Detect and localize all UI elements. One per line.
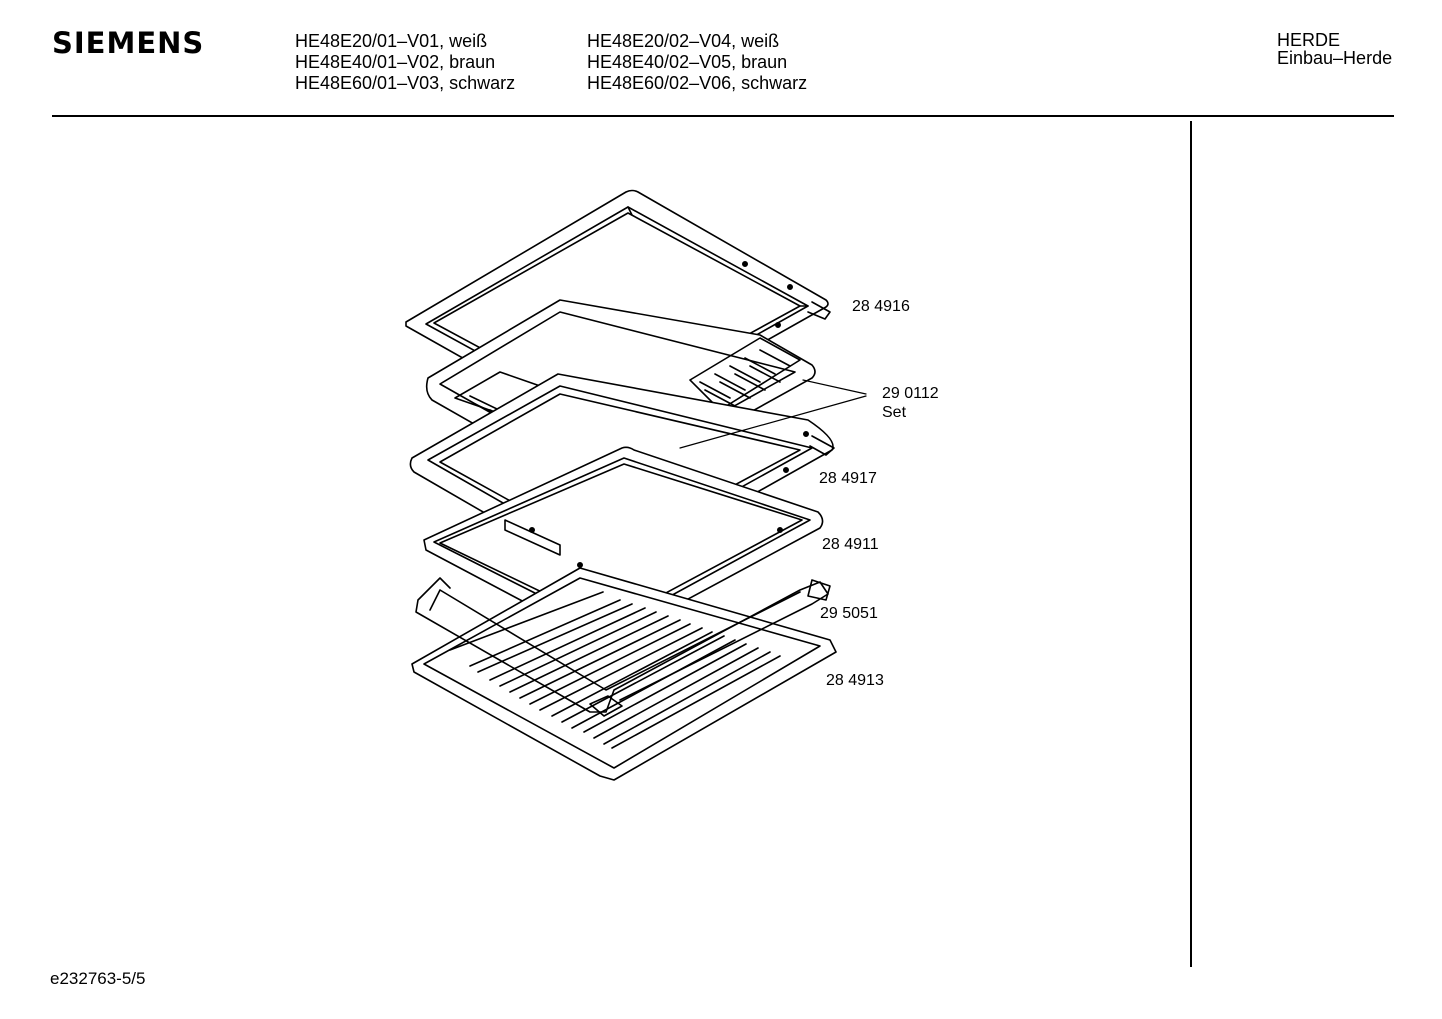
part-number-label: 29 0112 — [882, 385, 939, 402]
model-list-left: HE48E20/01–V01, weiß HE48E40/01–V02, bra… — [295, 31, 515, 94]
drawing-id: e232763-5/5 — [50, 969, 146, 988]
part-note-label: Set — [882, 404, 907, 421]
model-line: HE48E60/01–V03, schwarz — [295, 73, 516, 93]
grill-rack-drawing — [411, 567, 837, 781]
part-number-label: 28 4916 — [852, 298, 910, 315]
leader-lines — [679, 379, 867, 449]
model-line: HE48E40/01–V02, braun — [295, 52, 496, 72]
header-rule — [52, 115, 1394, 117]
model-line: HE48E20/01–V01, weiß — [295, 31, 488, 51]
part-number-label: 29 5051 — [820, 605, 878, 622]
wire-shelf-drawing — [415, 577, 831, 717]
model-list-right: HE48E20/02–V04, weiß HE48E40/02–V05, bra… — [587, 31, 807, 94]
category-block: HERDE Einbau–Herde — [1277, 31, 1392, 67]
model-line: HE48E20/02–V04, weiß — [587, 31, 780, 51]
part-number-label: 28 4917 — [819, 470, 877, 487]
sidebar-rule — [1190, 121, 1192, 967]
model-line: HE48E60/02–V06, schwarz — [587, 73, 808, 93]
part-number-label: 28 4911 — [822, 536, 879, 553]
category-title: HERDE — [1277, 30, 1341, 50]
part-number-label: 28 4913 — [826, 672, 884, 689]
brand-logo: SIEMENS — [52, 26, 205, 60]
model-line: HE48E40/02–V05, braun — [587, 52, 788, 72]
category-subtitle: Einbau–Herde — [1277, 48, 1393, 68]
